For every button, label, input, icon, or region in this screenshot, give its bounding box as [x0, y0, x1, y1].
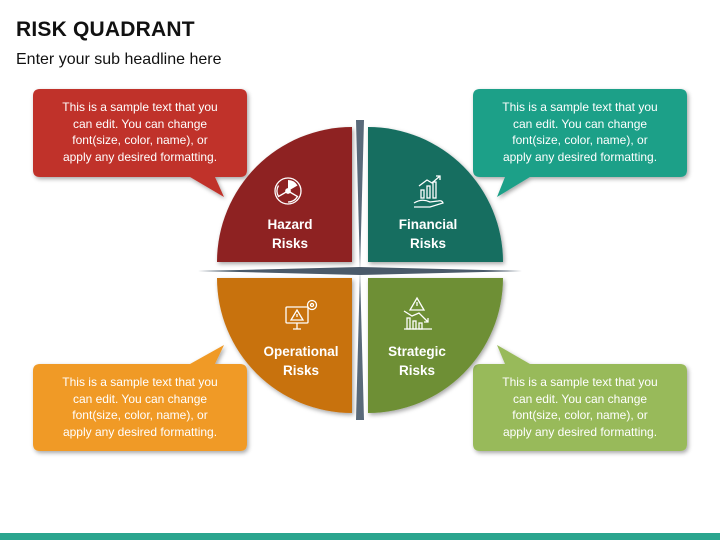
quadrant-strategic [368, 278, 503, 413]
quadrant-label-line: Financial [398, 217, 458, 232]
quadrant-label-line: Hazard [267, 217, 313, 232]
quadrant-label-financial: Financial Risks [363, 215, 493, 253]
quadrant-label-hazard: Hazard Risks [225, 215, 355, 253]
quadrant-label-operational: Operational Risks [236, 342, 366, 380]
callout-line: This is a sample text that you [502, 100, 658, 114]
callout-line: can edit. You can change [512, 391, 648, 406]
quadrant-hazard [217, 127, 352, 262]
growth-chart-hand-icon [413, 175, 444, 208]
page-title: RISK QUADRANT [16, 18, 195, 41]
callout-line: can edit. You can change [72, 116, 208, 131]
callout-line: font(size, color, name), or [72, 408, 208, 422]
quadrant-label-strategic: Strategic Risks [352, 342, 482, 380]
quadrant-label-line: Risks [271, 236, 309, 251]
callout-line: This is a sample text that you [62, 375, 218, 389]
callout-line: apply any desired formatting. [62, 149, 218, 164]
callout-text-top-left: This is a sample text that you can edit.… [40, 99, 240, 165]
callout-line: font(size, color, name), or [512, 408, 648, 422]
callout-line: can edit. You can change [512, 116, 648, 131]
callout-bottom-right [473, 345, 687, 451]
footer-bar [0, 533, 720, 540]
callout-line: font(size, color, name), or [512, 133, 648, 147]
page-subtitle: Enter your sub headline here [16, 51, 222, 68]
quadrant-label-line: Risks [398, 363, 436, 378]
callout-line: This is a sample text that you [502, 375, 658, 389]
callout-line: This is a sample text that you [62, 100, 218, 114]
callout-line: apply any desired formatting. [502, 149, 658, 164]
callout-top-right [473, 89, 687, 197]
callout-text-bottom-right: This is a sample text that you can edit.… [480, 374, 680, 440]
callout-text-top-right: This is a sample text that you can edit.… [480, 99, 680, 165]
quadrant-operational [217, 278, 352, 413]
callout-bottom-left [33, 345, 247, 451]
callout-text-bottom-left: This is a sample text that you can edit.… [40, 374, 240, 440]
callout-line: apply any desired formatting. [502, 424, 658, 439]
monitor-warning-gear-icon [285, 299, 318, 330]
quadrant-divider [198, 120, 522, 420]
quadrant-label-line: Risks [409, 236, 447, 251]
radiation-icon [274, 177, 302, 205]
callout-top-left [33, 89, 247, 197]
callout-line: can edit. You can change [72, 391, 208, 406]
quadrant-label-line: Risks [282, 363, 320, 378]
quadrant-label-line: Strategic [388, 344, 446, 359]
callout-line: apply any desired formatting. [62, 424, 218, 439]
quadrant-label-line: Operational [263, 344, 339, 359]
callout-line: font(size, color, name), or [72, 133, 208, 147]
risk-decline-chart-icon [403, 296, 432, 330]
